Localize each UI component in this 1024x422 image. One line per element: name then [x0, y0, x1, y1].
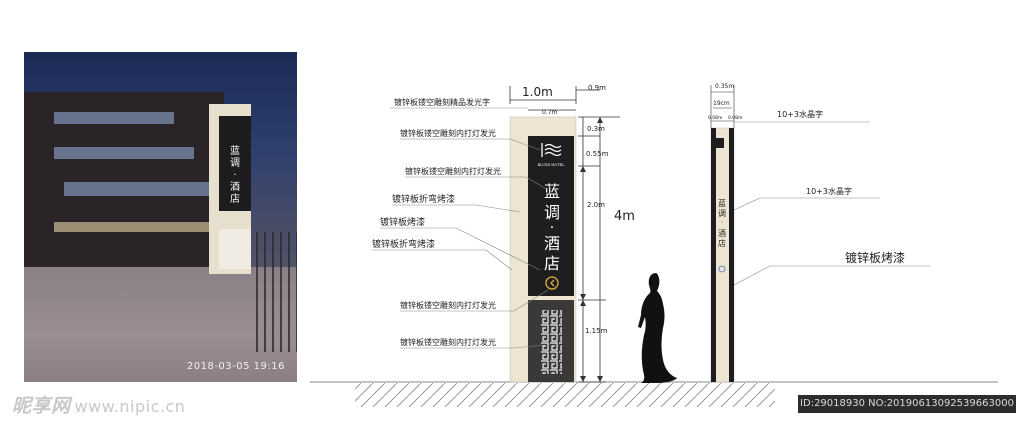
window-band	[54, 112, 174, 124]
photo-sign-pattern	[219, 229, 251, 269]
side-leaders	[733, 121, 930, 286]
dim-09-text: 0.9m	[588, 84, 606, 92]
dim-055-text: 0.55m	[586, 150, 609, 158]
side-char: 调	[718, 209, 726, 218]
side-dim-19: 19cm	[713, 100, 730, 107]
sign-char: 店	[544, 254, 560, 273]
label-front: 镀锌板镂空雕刻精品发光字	[394, 97, 490, 107]
sign-char: 酒	[544, 234, 560, 253]
ground-hatch	[355, 383, 775, 407]
front-leaders	[372, 107, 549, 349]
side-dim-008a: 0.08m	[708, 115, 722, 121]
side-edge-right	[729, 128, 734, 382]
photo-sign-char: ·	[233, 170, 237, 181]
side-char: 店	[718, 238, 726, 248]
dim-115-text: 1.15m	[585, 327, 608, 335]
dim-top-width	[509, 86, 600, 111]
front-dark-panel	[528, 136, 574, 296]
photo-sign-panel: 蓝 调 · 酒 店	[219, 116, 251, 211]
dim-total-height: 4m	[614, 209, 635, 224]
side-char: 蓝	[718, 198, 726, 208]
photo-sign-tower: 蓝 调 · 酒 店	[209, 104, 251, 274]
photo-sign-char: 酒	[230, 182, 240, 193]
plaza-ground	[24, 267, 297, 382]
chevron-left-icon	[545, 276, 559, 290]
side-logo-mark	[716, 138, 724, 148]
photo-timestamp: 2018-03-05 19:16	[186, 361, 285, 372]
sign-char: 蓝	[544, 182, 560, 201]
label-front: 镀锌板镂空雕刻内打灯发光	[405, 166, 501, 176]
side-dim-008b: 0.08m	[728, 115, 742, 121]
front-fret-pattern	[540, 310, 562, 374]
side-char: ·	[721, 218, 724, 227]
photo-sign-char: 蓝	[230, 146, 240, 157]
side-chevron-icon	[718, 265, 726, 273]
logo-caption: BLUES HOTEL	[538, 163, 566, 167]
sign-char: ·	[550, 220, 554, 236]
photo-sign-char: 店	[230, 194, 240, 205]
label-front: 镀锌板镂空雕刻内打灯发光	[400, 337, 496, 347]
window-band	[54, 147, 194, 159]
storefront-glow	[54, 222, 229, 232]
side-dims	[710, 85, 735, 128]
dim-arrows	[580, 117, 603, 382]
dim-vertical-lines	[578, 116, 620, 383]
railing	[256, 232, 297, 352]
label-front: 镀锌板折弯烤漆	[372, 238, 435, 250]
hotel-logo-icon	[541, 143, 562, 157]
window-band	[64, 182, 214, 196]
label-crystal-2: 10+3水晶字	[806, 186, 852, 196]
label-crystal-1: 10+3水晶字	[777, 109, 823, 119]
label-front: 镀锌板镂空雕刻内打灯发光	[400, 128, 496, 138]
label-front: 镀锌板镂空雕刻内打灯发光	[400, 300, 496, 310]
label-front: 镀锌板折弯烤漆	[392, 193, 455, 205]
side-edge-left	[711, 128, 716, 382]
dim-07-text: 0.7m	[542, 109, 558, 116]
human-silhouette	[638, 273, 677, 383]
dim-top-width-text: 1.0m	[522, 85, 553, 99]
side-char: 酒	[718, 229, 726, 238]
photo-sign-char: 调	[230, 158, 240, 169]
label-front: 镀锌板烤漆	[380, 216, 425, 228]
sign-char: 调	[544, 203, 560, 222]
dim-20-text: 2.0m	[587, 201, 605, 209]
dim-03-text: 0.3m	[587, 125, 605, 133]
side-dim-035: 0.35m	[715, 83, 734, 90]
site-photo: 蓝 调 · 酒 店 2018-03-05 19:16	[24, 52, 297, 382]
watermark-id: ID:29018930 NO:20190613092539663000	[798, 395, 1016, 413]
watermark-url: www.nipic.cn	[74, 397, 186, 416]
watermark-brand-name: 昵享网	[12, 395, 71, 417]
label-paint: 镀锌板烤漆	[845, 250, 905, 265]
